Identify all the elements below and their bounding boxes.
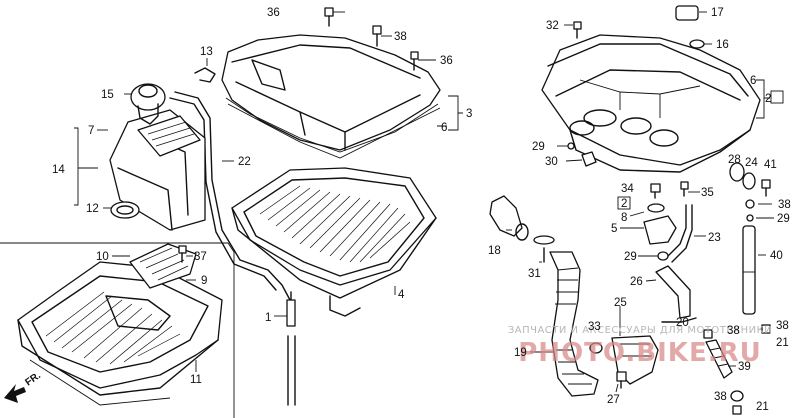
watermark-logo: PHOTO.BIKE.RU	[518, 338, 761, 368]
callout-36: 36	[267, 7, 280, 19]
hose-assembly	[489, 195, 659, 397]
callout-2b: 2	[621, 198, 627, 210]
callout-25: 25	[614, 297, 627, 309]
callout-34: 34	[621, 183, 634, 195]
callout-21: 21	[776, 337, 789, 349]
vacuum-valve	[130, 83, 166, 125]
callout-16: 16	[716, 39, 729, 51]
callout-19: 19	[514, 347, 527, 359]
callout-38d: 38	[776, 320, 789, 332]
small-fittings	[567, 142, 771, 197]
clip-icon	[194, 67, 216, 83]
air-filter-element	[231, 167, 437, 317]
callout-38: 38	[394, 31, 407, 43]
front-direction-arrow	[4, 384, 26, 403]
leader-line	[565, 159, 583, 162]
leader-line	[74, 127, 79, 206]
callout-26: 26	[630, 276, 643, 288]
callout-35: 35	[701, 187, 714, 199]
callout-37: 37	[194, 251, 207, 263]
lower-airbox	[541, 34, 761, 173]
box-marker	[770, 90, 784, 104]
callout-28: 28	[728, 154, 741, 166]
leader-line	[756, 79, 770, 119]
callout-17: 17	[711, 7, 724, 19]
callout-38b: 38	[778, 199, 791, 211]
callout-33: 33	[588, 321, 601, 333]
leader-line	[629, 211, 645, 217]
callout-36b: 36	[440, 55, 453, 67]
callout-10: 10	[96, 251, 109, 263]
section-divider	[0, 242, 235, 418]
callout-40: 40	[770, 250, 783, 262]
callout-12: 12	[86, 203, 99, 215]
air-cleaner-cover	[221, 34, 441, 159]
callout-9: 9	[201, 275, 207, 287]
callout-38e: 38	[714, 391, 727, 403]
box-marker	[617, 196, 631, 210]
callout-32: 32	[546, 20, 559, 32]
callout-7: 7	[88, 125, 94, 137]
callout-4: 4	[398, 289, 405, 301]
callout-30: 30	[545, 156, 558, 168]
callout-15: 15	[101, 89, 114, 101]
intake-duct	[109, 109, 206, 231]
callout-20: 20	[676, 317, 689, 329]
drain-tube	[169, 91, 296, 406]
callout-39: 39	[738, 361, 751, 373]
callout-29: 29	[532, 141, 545, 153]
bolt-icon	[324, 7, 419, 71]
gasket-plate	[129, 243, 197, 289]
callout-41: 41	[764, 159, 777, 171]
watermark-tagline: ЗАПЧАСТИ И АКСЕССУАРЫ ДЛЯ МОТОТЕХНИКИ	[508, 325, 772, 336]
leader-line	[615, 383, 619, 393]
callout-38c: 38	[727, 325, 740, 337]
callout-23: 23	[708, 232, 721, 244]
callout-24: 24	[745, 157, 758, 169]
breather-hoses	[703, 199, 771, 415]
callout-29b: 29	[624, 251, 637, 263]
callout-13: 13	[200, 46, 213, 58]
callout-18: 18	[488, 245, 501, 257]
callout-8: 8	[621, 212, 627, 224]
screw-icon	[178, 245, 187, 263]
cap-icon	[573, 5, 705, 49]
callout-14: 14	[52, 164, 65, 176]
leader-line	[437, 95, 463, 131]
callout-22: 22	[238, 156, 251, 168]
callout-21b: 21	[756, 401, 769, 413]
callout-6: 6	[441, 122, 447, 134]
callout-3: 3	[466, 108, 472, 120]
front-direction-label: FR.	[23, 370, 43, 388]
callout-11: 11	[190, 374, 202, 386]
callout-5: 5	[611, 223, 617, 235]
seal-ring	[110, 201, 140, 219]
callout-31: 31	[528, 268, 541, 280]
leader-line	[645, 279, 657, 282]
callout-29c: 29	[777, 213, 790, 225]
callout-2: 2	[765, 93, 771, 105]
callout-27: 27	[607, 394, 620, 406]
air-cleaner-case	[17, 261, 223, 406]
sensor-bracket	[643, 181, 697, 323]
callout-6b: 6	[750, 75, 756, 87]
callout-1: 1	[265, 312, 271, 324]
